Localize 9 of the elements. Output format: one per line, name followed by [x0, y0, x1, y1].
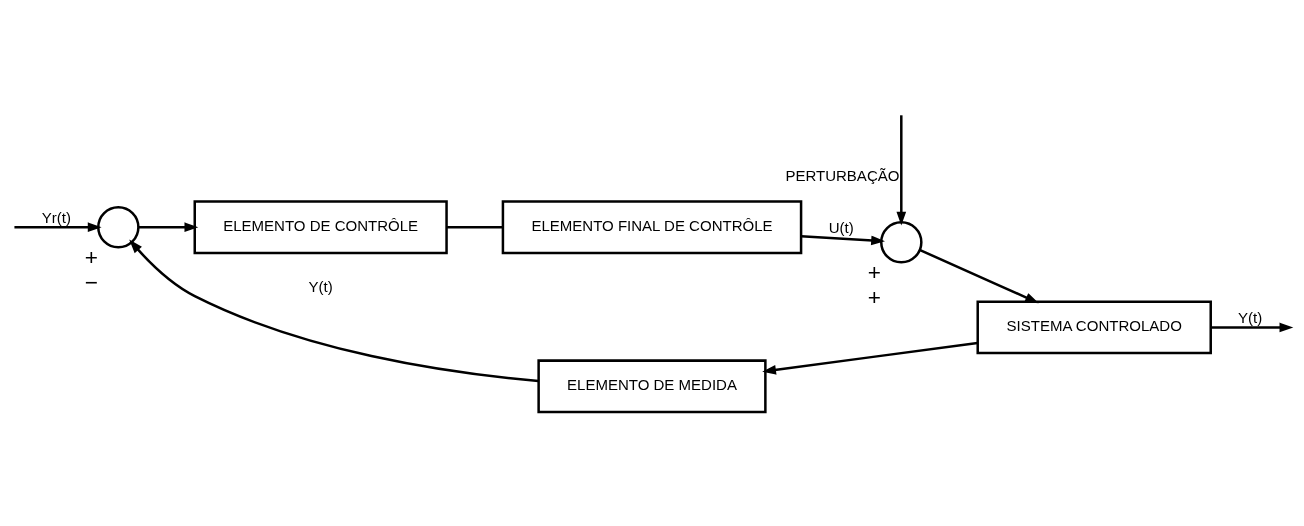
node-label: − — [84, 270, 98, 296]
node-label: + — [867, 260, 881, 286]
edge-label: PERTURBAÇÃO — [785, 166, 900, 184]
node-label: + — [84, 245, 98, 271]
node-label: + — [867, 285, 881, 311]
edge-label: Yr(t) — [41, 208, 71, 226]
edge-label: Y(t) — [308, 277, 333, 295]
edge-label: U(t) — [828, 218, 854, 236]
edge-label: Y(t) — [1238, 309, 1263, 327]
